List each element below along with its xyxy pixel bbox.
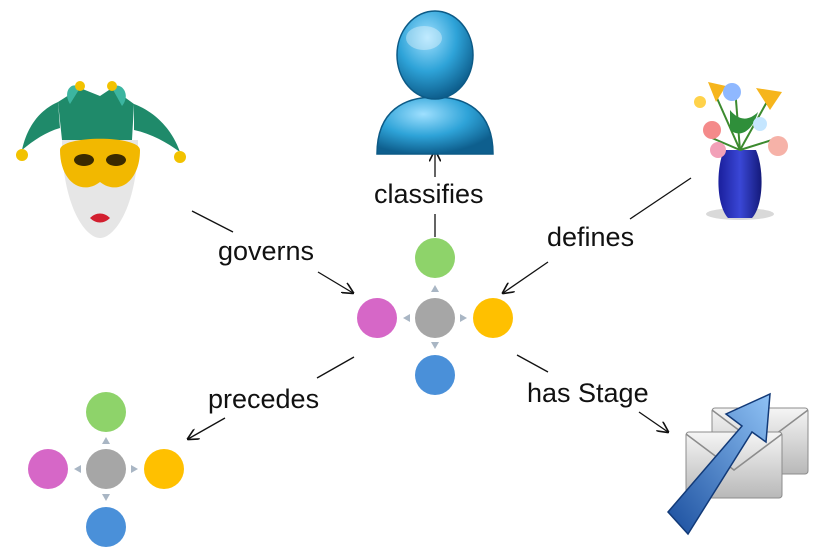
relation-label-has-stage: has Stage [527,378,649,408]
node-top [86,392,126,432]
process-node-small-arrows [403,285,467,349]
node-left [357,298,397,338]
precedes-line [316,356,355,379]
relation-label-governs: governs [218,236,315,266]
jester-mask-icon [16,81,186,238]
process-node-small-arrows [74,437,138,501]
has-stage-arrow [638,411,668,432]
node-bottom [86,507,126,547]
node-bottom [415,355,455,395]
defines-arrow [503,261,549,293]
defines-line [629,177,692,220]
process-node-icon [28,392,184,547]
governs-line [191,210,234,233]
has-stage-line [516,354,549,373]
node-top [415,238,455,278]
governs-arrow [317,271,353,293]
relation-label-classifies: classifies [374,179,484,209]
relation-label-precedes: precedes [208,384,320,414]
person-icon [376,10,494,155]
process-node-icon [357,238,513,395]
flower-vase-icon [694,82,788,220]
relation-label-defines: defines [547,222,635,252]
node-right [144,449,184,489]
email-forward-icon [666,392,809,536]
precedes-arrow [188,417,226,439]
node-right [473,298,513,338]
node-center [415,298,455,338]
node-left [28,449,68,489]
node-center [86,449,126,489]
